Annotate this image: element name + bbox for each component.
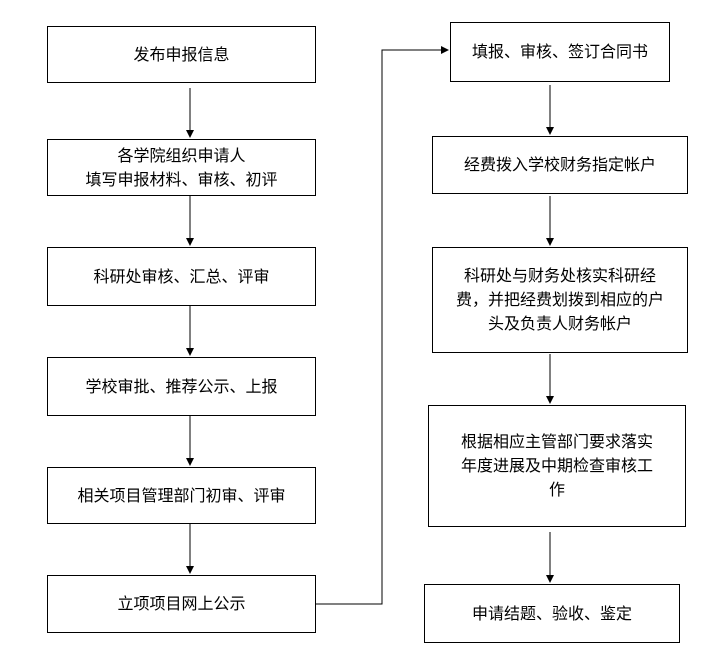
step-research-office-review: 科研处审核、汇总、评审 [47, 247, 316, 306]
step-sign-contract: 填报、审核、签订合同书 [450, 22, 670, 82]
step-progress-check: 根据相应主管部门要求落实 年度进展及中期检查审核工 作 [428, 405, 686, 527]
step-funds-transfer: 经费拨入学校财务指定帐户 [432, 136, 688, 194]
step-project-publicity: 立项项目网上公示 [47, 575, 316, 633]
step-publish-info: 发布申报信息 [47, 26, 316, 83]
step-final-acceptance: 申请结题、验收、鉴定 [424, 584, 680, 643]
step-school-approval: 学校审批、推荐公示、上报 [47, 357, 316, 416]
step-department-review: 相关项目管理部门初审、评审 [47, 467, 316, 524]
step-college-review: 各学院组织申请人 填写申报材料、审核、初评 [47, 139, 316, 196]
step-verify-funds: 科研处与财务处核实科研经 费，并把经费划拨到相应的户 头及负责人财务帐户 [432, 247, 688, 353]
arrow-connector [316, 46, 449, 605]
